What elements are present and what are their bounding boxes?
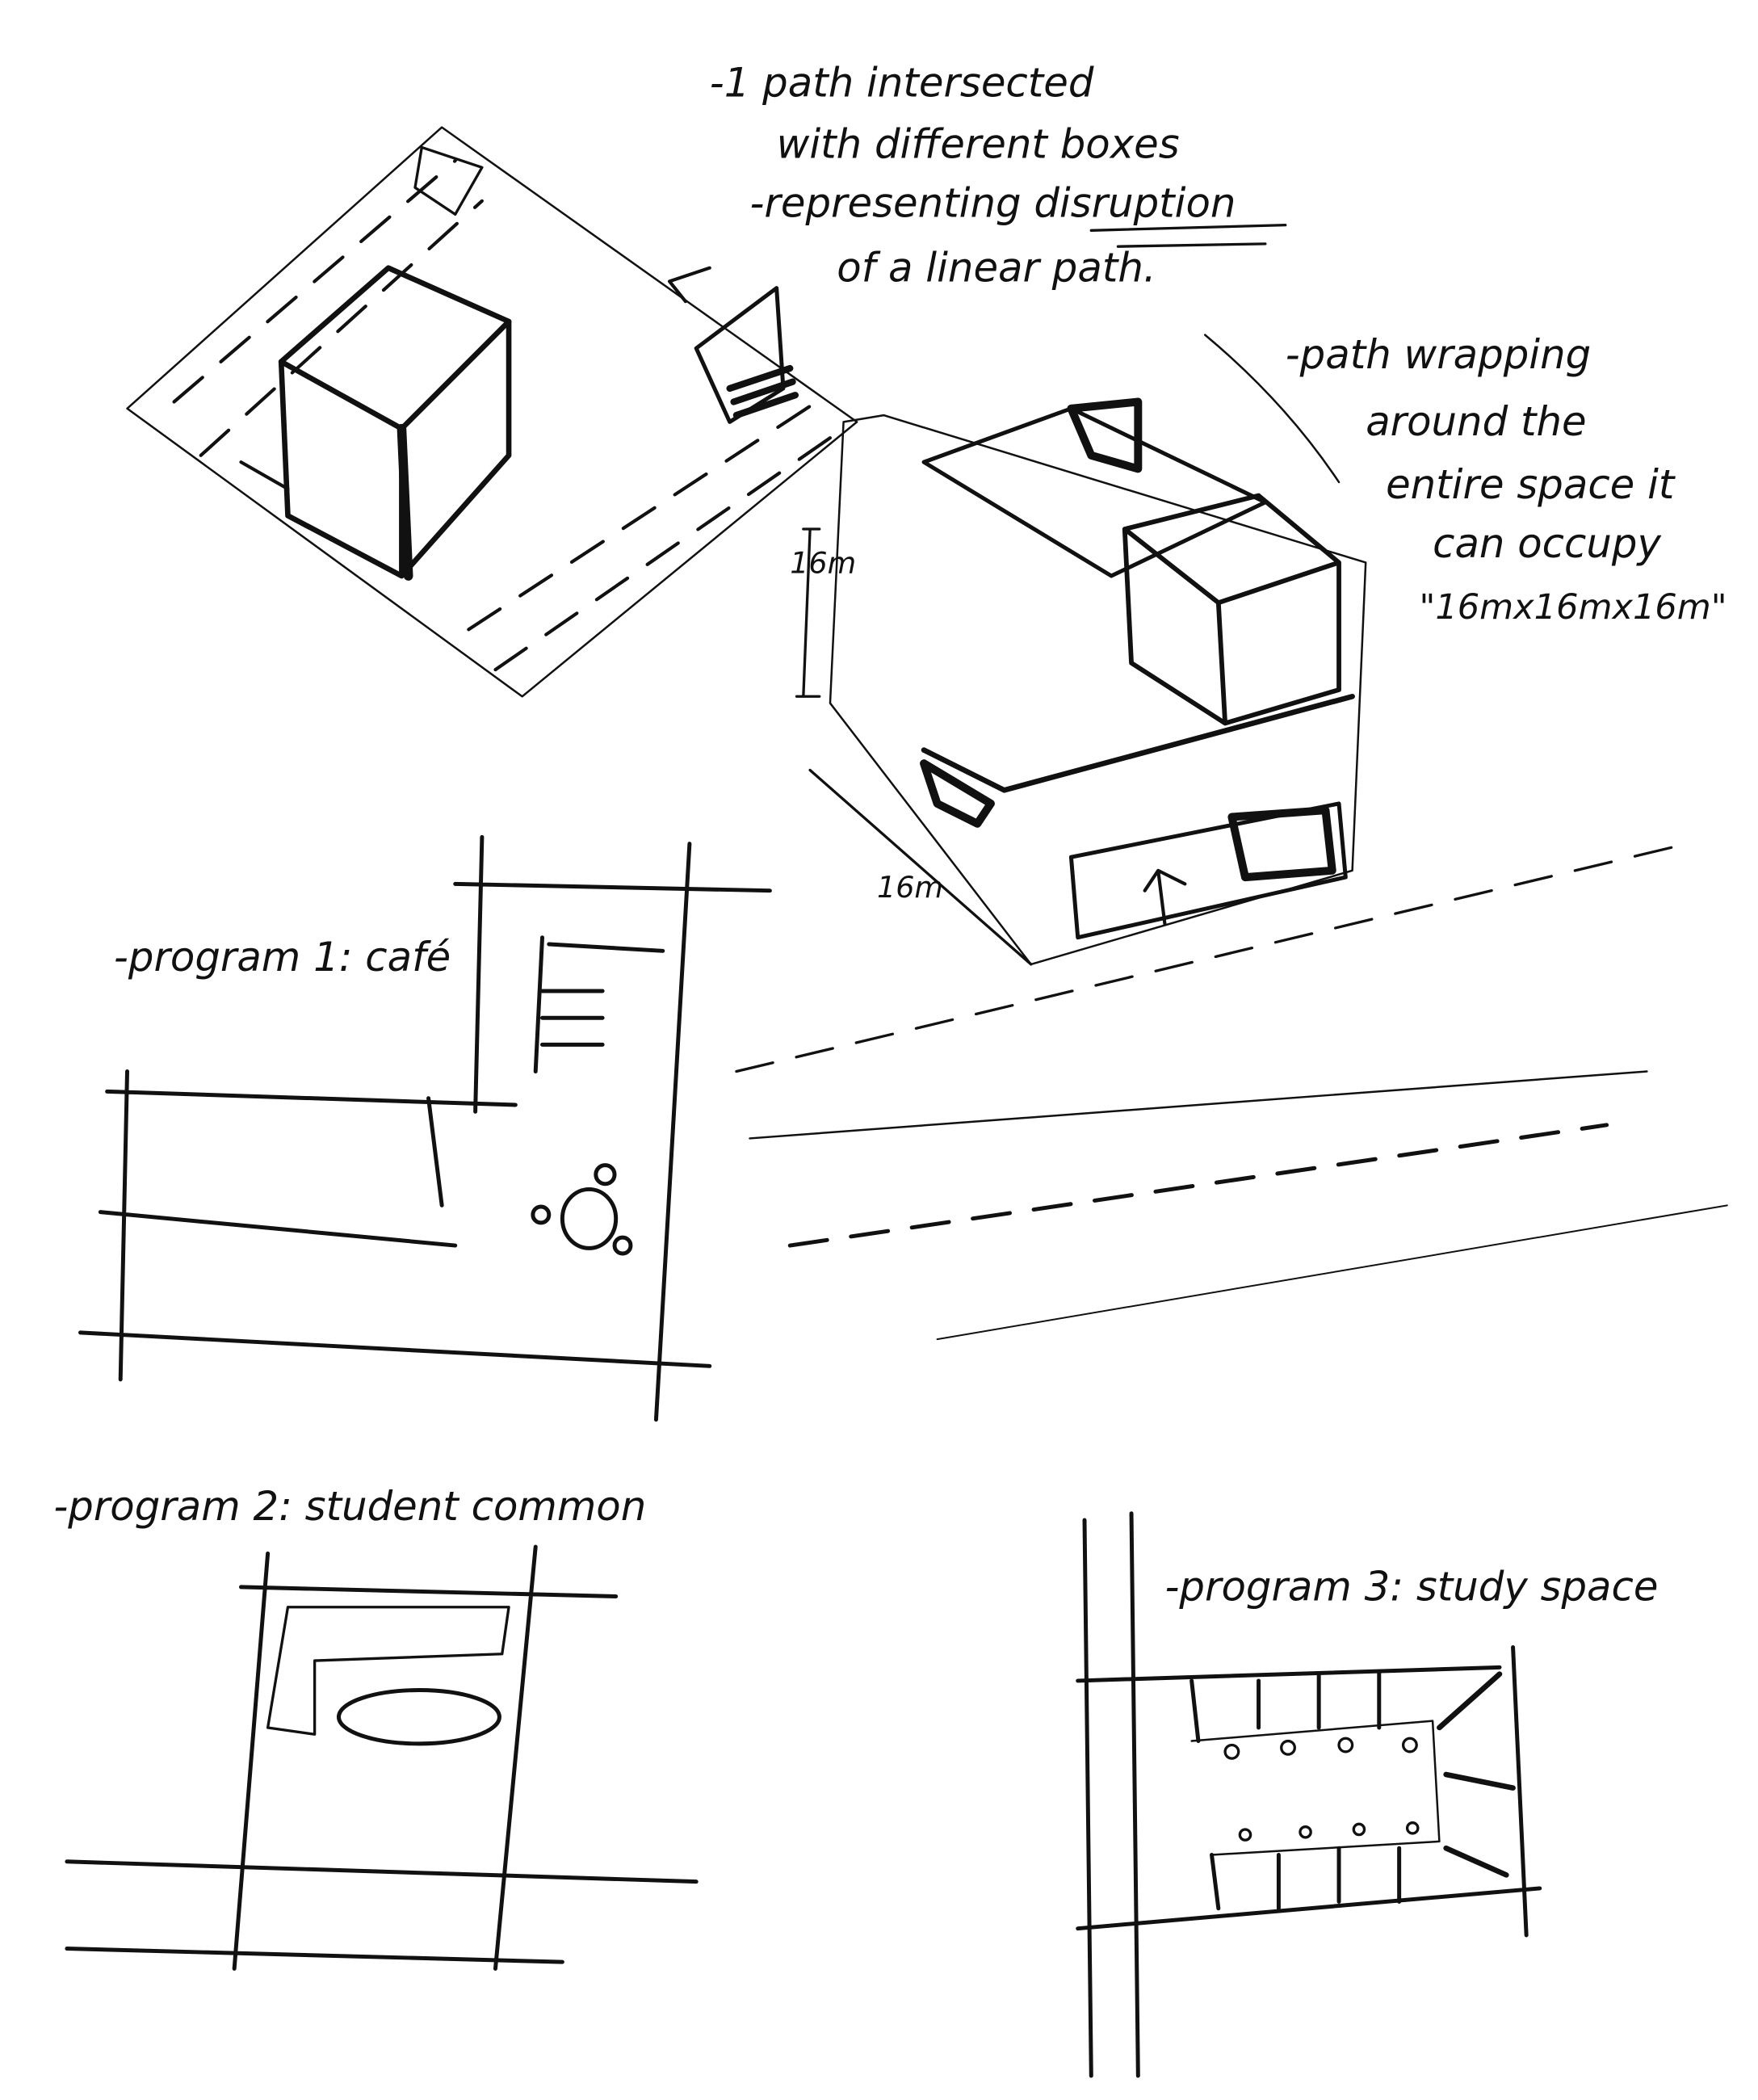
sketch-road [735,842,1728,1341]
note-line: -1 path intersected [710,59,1094,106]
note-line: entire space it [1386,461,1676,508]
program-2-label: -program 2: student common [53,1483,646,1530]
program-1-label: -program 1: café [114,934,451,981]
underline [1089,223,1287,248]
note-line: "16mx16mx16m" [1420,587,1727,628]
sketch-wrapping-volume [795,334,1367,966]
note-line: -path wrapping [1286,331,1591,378]
plan-program-cafe [78,834,772,1422]
plan-program-study-space [1076,1511,1542,2078]
note-line: -representing disruption [749,180,1236,227]
note-line: around the [1366,398,1586,445]
sketch-path-with-box [126,126,858,698]
note-concept: -1 path intersected with different boxes… [710,59,1287,291]
program-3-label: -program 3: study space [1164,1563,1658,1610]
note-wrapping: -path wrapping around the entire space i… [1286,331,1727,628]
note-line: of a linear path. [837,244,1156,291]
note-line: with different boxes [777,121,1180,168]
dimension-width-label: 16m [877,870,943,905]
dimension-height-label: 16m [790,546,856,581]
plan-program-student-common [65,1544,699,1971]
note-line: can occupy [1433,520,1661,567]
